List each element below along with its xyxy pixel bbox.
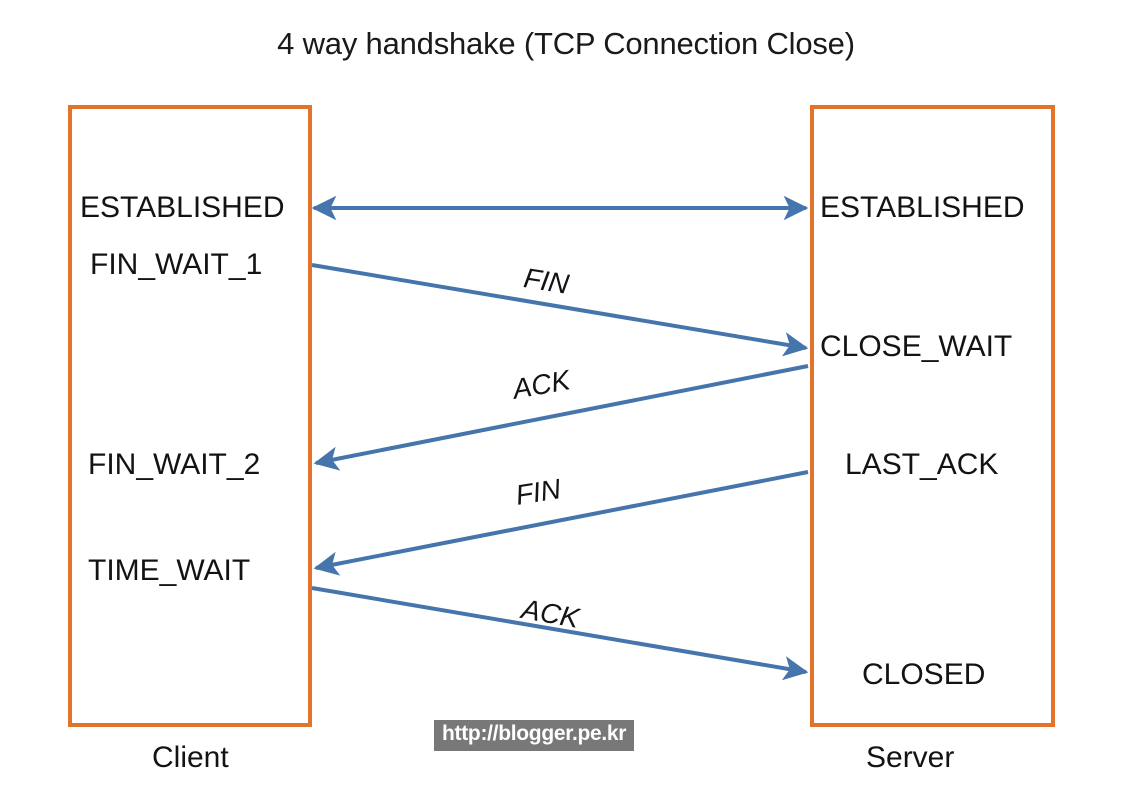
- client-lifeline-box: [68, 105, 312, 727]
- client-role-label: Client: [152, 741, 229, 774]
- watermark-url: http://blogger.pe.kr: [434, 720, 635, 751]
- state-server-close-wait: CLOSE_WAIT: [820, 330, 1013, 363]
- state-client-established: ESTABLISHED: [80, 191, 285, 224]
- state-server-established: ESTABLISHED: [820, 191, 1025, 224]
- server-role-label: Server: [866, 741, 955, 774]
- state-client-time-wait: TIME_WAIT: [88, 554, 251, 587]
- arrow-ack-client-to-server: [311, 586, 809, 681]
- page-title: 4 way handshake (TCP Connection Close): [277, 26, 855, 61]
- state-client-fin-wait-2: FIN_WAIT_2: [88, 448, 261, 481]
- arrow-fin-server-to-client: [313, 470, 809, 576]
- state-client-fin-wait-1: FIN_WAIT_1: [90, 248, 263, 281]
- state-server-last-ack: LAST_ACK: [845, 448, 999, 481]
- arrow-fin-client-to-server: [311, 263, 809, 357]
- server-lifeline-box: [810, 105, 1055, 727]
- arrow-ack-server-to-client: [313, 364, 809, 471]
- message-label-fin-1: FIN: [521, 262, 572, 300]
- state-server-closed: CLOSED: [862, 658, 986, 691]
